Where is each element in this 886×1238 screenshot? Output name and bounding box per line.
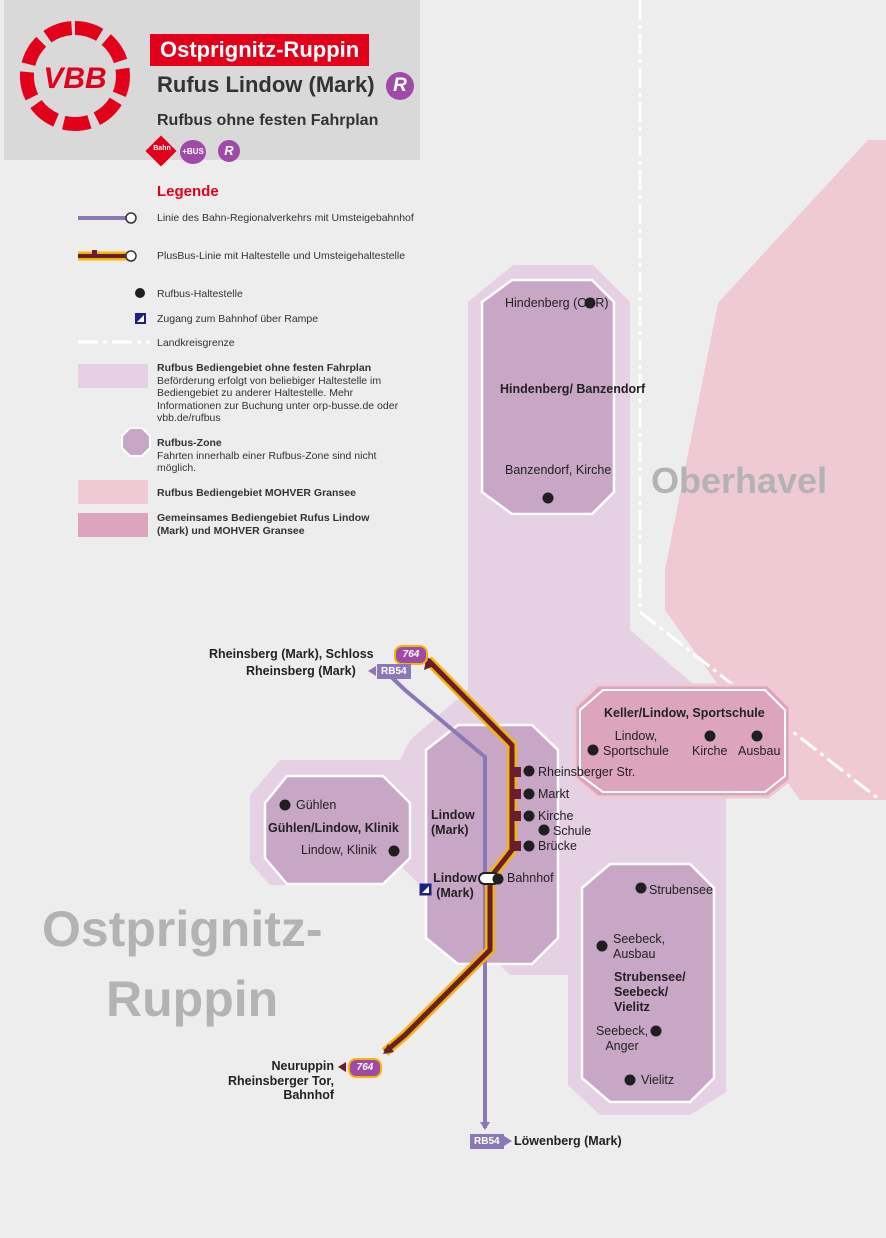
stop-rheinsberger-str: Rheinsberger Str. (538, 765, 636, 779)
bus-stop-marker (513, 841, 521, 851)
stop-vielitz: Vielitz (641, 1073, 675, 1087)
rufbus-r-badge: R (386, 72, 414, 100)
arrow-rb54-down (480, 1122, 490, 1130)
legend-zone-symbol (121, 427, 151, 457)
legend-title: Legende (157, 183, 219, 200)
arrow-rheinsberg (368, 666, 376, 676)
legend-item-shared: Gemeinsames Bediengebiet Rufus Lindow (M… (157, 512, 370, 537)
stop-bruecke: Brücke (538, 839, 577, 853)
rb54-badge-north: RB54 (377, 664, 411, 679)
rufbus-stops (279, 297, 763, 1086)
region-opr-line2: Ruppin (106, 971, 279, 1027)
legend-item-plusbus: PlusBus-Linie mit Haltestelle und Umstei… (157, 250, 406, 262)
zone-keller (573, 683, 792, 799)
stop-markt: Markt (538, 787, 570, 801)
legend-mohver-symbol (78, 480, 148, 504)
legend-item-mohver: Rufbus Bediengebiet MOHVER Gransee (157, 487, 356, 499)
zone-lindow (424, 723, 560, 966)
plusbus-icon: +BUS (180, 140, 206, 164)
dest-rheinsberg: Rheinsberg (Mark) (246, 664, 356, 678)
legend-stop-symbol (135, 288, 145, 298)
subtitle: Rufbus ohne festen Fahrplan (157, 112, 379, 129)
logo-text: VBB (43, 62, 106, 95)
stop-bahnhof: Bahnhof (507, 871, 554, 885)
dest-rheinsberg-schloss: Rheinsberg (Mark), Schloss (209, 647, 374, 661)
rb54-badge-south: RB54 (470, 1134, 504, 1149)
bus-stop-marker (513, 789, 521, 799)
stop-hindenberg: Hindenberg (OPR) (505, 296, 609, 310)
zone-name-hindenberg: Hindenberg/ Banzendorf (500, 382, 646, 396)
zone-strubensee (580, 862, 716, 1104)
dest-neuruppin: Neuruppin Rheinsberger Tor, Bahnhof (227, 1059, 334, 1102)
place-title: Rufus Lindow (Mark) (157, 72, 375, 97)
legend-area-symbol (78, 364, 148, 388)
vbb-logo: VBB (20, 21, 130, 131)
legend-item-stop: Rufbus-Haltestelle (157, 288, 243, 300)
stop-seebeck-anger: Seebeck, Anger (595, 1024, 649, 1053)
bus-764-badge-south: 764 (348, 1058, 382, 1078)
zone-name-lindow: Lindow (Mark) (431, 808, 475, 837)
bus-764-badge-north: 764 (394, 645, 428, 665)
stop-strubensee: Strubensee (649, 883, 713, 897)
legend-item-ramp: Zugang zum Bahnhof über Rampe (157, 313, 319, 325)
bus-stop-marker (513, 811, 521, 821)
zone-hindenberg (480, 278, 616, 516)
legend-shared-symbol (78, 513, 148, 537)
stop-banzendorf: Banzendorf, Kirche (505, 463, 612, 477)
stop-sportschule: Lindow, Sportschule (602, 729, 669, 758)
stop-schule: Schule (553, 824, 592, 838)
region-title: Ostprignitz-Ruppin (150, 34, 370, 66)
zone-keller-inner (579, 689, 786, 793)
legend-item-rail: Linie des Bahn-Regionalverkehrs mit Umst… (157, 212, 414, 224)
stop-ausbau: Ausbau (738, 744, 781, 758)
arrow-loewenberg (504, 1136, 512, 1146)
legend-item-border: Landkreisgrenze (157, 337, 235, 349)
region-opr-line1: Ostprignitz- (42, 901, 323, 957)
zone-name-guehlen: Gühlen/Lindow, Klinik (268, 821, 399, 835)
stop-guehlen: Gühlen (296, 798, 337, 812)
arrow-764-down (383, 1044, 394, 1054)
stop-seebeck-ausbau: Seebeck, Ausbau (613, 932, 666, 961)
arrow-neuruppin (338, 1062, 346, 1072)
legend-item-area: Rufbus Bediengebiet ohne festen Fahrplan… (157, 362, 399, 424)
bus-stop-marker (513, 767, 521, 777)
mohver-area (665, 140, 886, 800)
stop-klinik: Lindow, Klinik (301, 843, 377, 857)
district-border (638, 0, 881, 802)
zone-name-strubensee: Strubensee/ Seebeck/ Vielitz (614, 970, 686, 1014)
station-lindow: Lindow (Mark) (433, 871, 477, 900)
dest-loewenberg: Löwenberg (Mark) (514, 1134, 622, 1148)
stop-kirche: Kirche (538, 809, 574, 823)
region-oberhavel: Oberhavel (651, 460, 828, 501)
zone-guehlen (263, 774, 412, 886)
arrow-764-up (424, 660, 434, 670)
zone-name-keller: Keller/Lindow, Sportschule (604, 706, 765, 720)
header-panel (4, 0, 420, 160)
stop-keller-kirche: Kirche (692, 744, 728, 758)
rufbus-icon: R (218, 140, 240, 162)
